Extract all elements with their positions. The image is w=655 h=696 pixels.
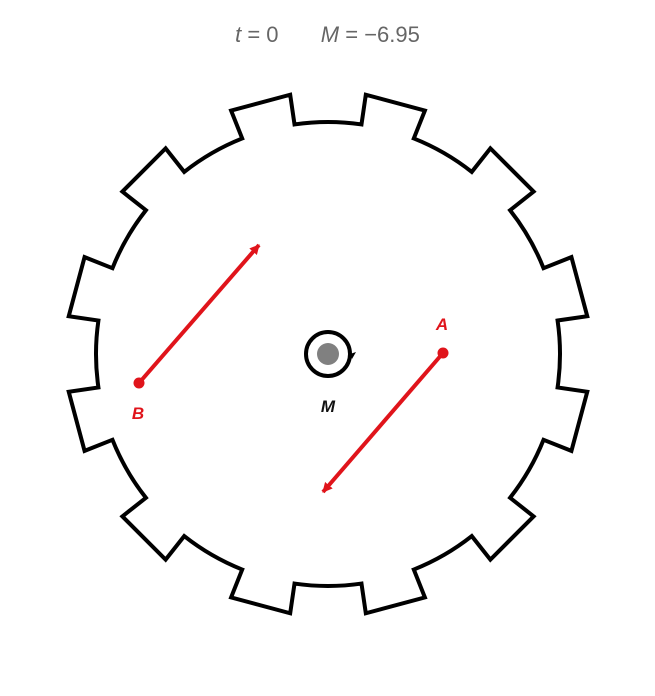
time-symbol: t — [235, 22, 242, 47]
status-readout: t = 0 M = −6.95 — [0, 22, 655, 48]
force-point-b — [133, 377, 145, 389]
rotation-arrow-icon — [350, 352, 356, 359]
hub-center — [317, 343, 339, 365]
time-value: = 0 — [247, 22, 279, 47]
gear-outline — [66, 92, 590, 616]
moment-label: M — [321, 397, 336, 416]
force-label-a: A — [435, 315, 448, 334]
force-point-a — [437, 347, 449, 359]
moment-symbol: M — [320, 22, 340, 47]
force-arrow-b — [137, 243, 261, 385]
force-arrow-a — [321, 351, 445, 494]
force-label-b: B — [132, 404, 144, 423]
moment-value: = −6.95 — [345, 22, 420, 47]
